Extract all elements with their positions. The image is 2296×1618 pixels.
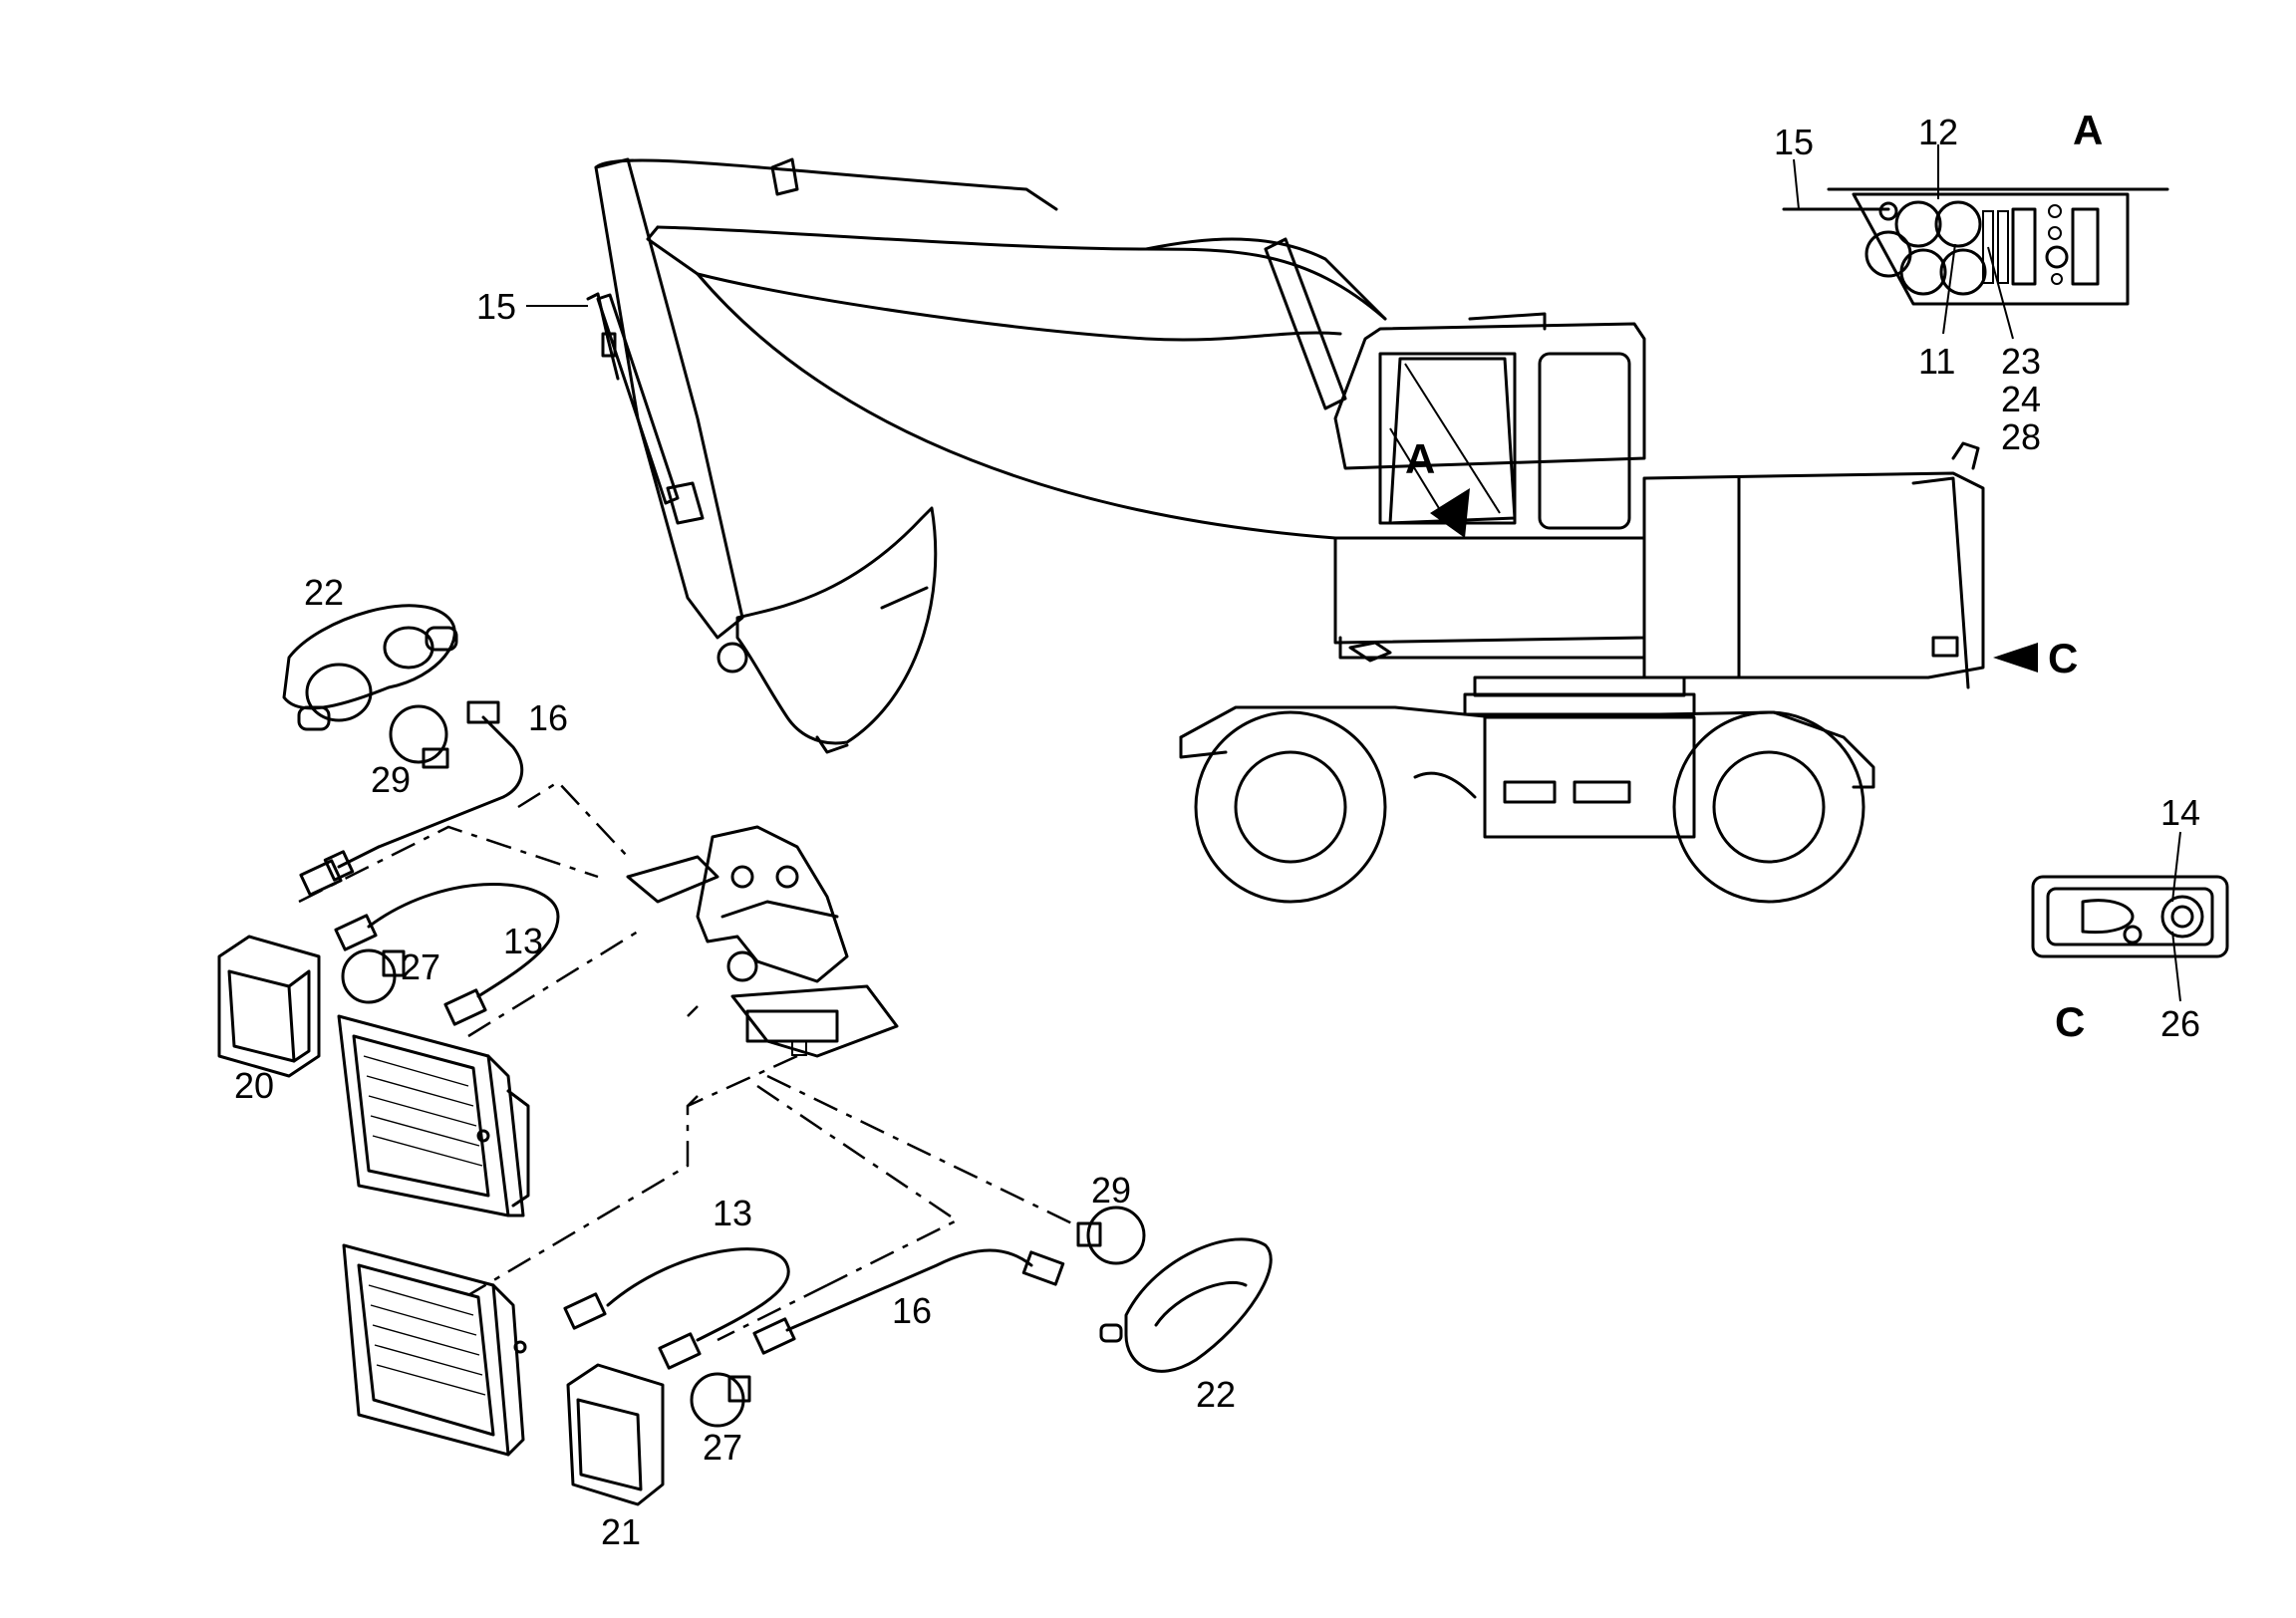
lamp-holder-top [282, 604, 458, 731]
detail-c-rear-lamp: C [2031, 831, 2229, 1045]
callout-24: 24 [2001, 379, 2041, 419]
detail-a-dashboard: A [1782, 107, 2169, 340]
view-a-detail-label: A [2073, 107, 2103, 153]
callout-13-top: 13 [503, 921, 543, 961]
cable-16-top [299, 700, 524, 897]
callout-28: 28 [2001, 416, 2041, 457]
callout-22-bottom: 22 [1196, 1374, 1236, 1415]
callout-16-bottom: 16 [892, 1290, 932, 1331]
callout-11: 11 [1918, 341, 1955, 382]
cable-16-bottom [752, 1248, 1065, 1355]
callout-15-detail-a: 15 [1774, 122, 1814, 162]
callout-20: 20 [234, 1065, 274, 1106]
work-light-bottom [342, 1243, 527, 1457]
callout-23: 23 [2001, 341, 2041, 382]
callout-29-top: 29 [371, 759, 411, 800]
callout-27-bottom: 27 [703, 1427, 742, 1468]
cable-13-bottom [563, 1247, 790, 1370]
exploded-parts [217, 604, 1273, 1506]
bulb-27-top [341, 948, 406, 1004]
bulb-29-bottom [1076, 1206, 1146, 1265]
lamp-holder-bottom [1099, 1237, 1273, 1373]
callout-13-bottom: 13 [713, 1193, 752, 1233]
view-c-arrow-label: C [2048, 635, 2078, 681]
view-c-detail-label: C [2055, 998, 2085, 1045]
view-a-arrow-label: A [1405, 435, 1435, 482]
lamp-21 [566, 1363, 665, 1506]
callout-15-main: 15 [476, 286, 516, 327]
work-light-top [337, 1014, 530, 1217]
callout-14: 14 [2160, 792, 2200, 833]
excavator-illustration: A C [526, 157, 2078, 904]
cable-13-top [334, 883, 560, 1026]
callout-29-bottom: 29 [1091, 1170, 1131, 1211]
callout-21: 21 [601, 1511, 641, 1552]
mounting-bracket [626, 825, 899, 1058]
callout-12: 12 [1918, 112, 1958, 152]
bulb-29-top [389, 704, 449, 769]
bulb-27-bottom [690, 1372, 751, 1428]
callout-16-top: 16 [528, 697, 568, 738]
lamp-20 [217, 935, 321, 1078]
callout-26: 26 [2160, 1003, 2200, 1044]
callout-27-top: 27 [401, 946, 440, 987]
callout-22-top: 22 [304, 572, 344, 613]
callout-labels: 15 15 12 11 23 24 28 14 26 22 29 16 13 2… [234, 112, 2200, 1552]
